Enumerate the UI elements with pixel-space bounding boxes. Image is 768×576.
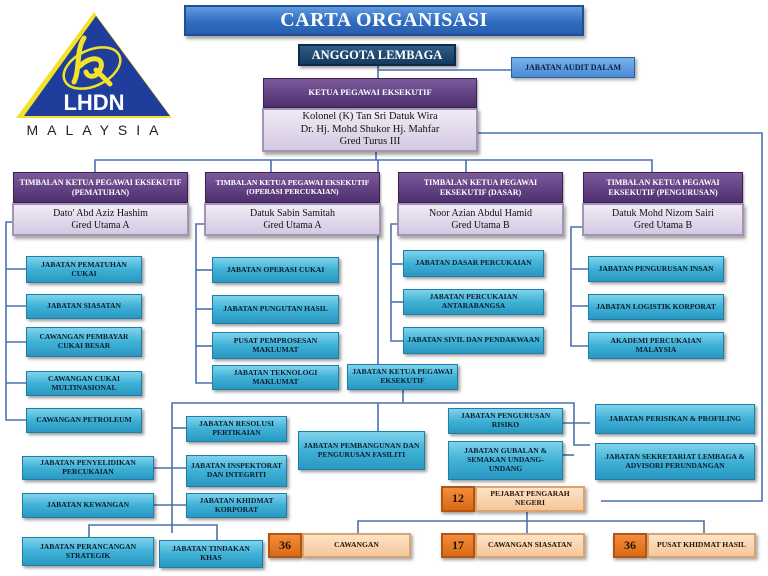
dept-tax-academy[interactable]: AKADEMI PERCUKAIAN MALAYSIA	[588, 332, 724, 359]
dept-information-technology[interactable]: JABATAN TEKNOLOGI MAKLUMAT	[212, 365, 339, 390]
investigation-branch-count: 17	[441, 533, 475, 558]
deputy-grade: Gred Utama A	[71, 219, 130, 231]
dept-facilities-development[interactable]: JABATAN PEMBANGUNAN DAN PENGURUSAN FASIL…	[298, 431, 425, 470]
dept-tax-operations[interactable]: JABATAN OPERASI CUKAI	[212, 257, 339, 283]
deputy-operations-title[interactable]: TIMBALAN KETUA PEGAWAI EKSEKUTIF (OPERAS…	[205, 172, 380, 203]
investigation-branch-office[interactable]: CAWANGAN SIASATAN	[475, 533, 585, 558]
deputy-management-title[interactable]: TIMBALAN KETUA PEGAWAI EKSEKUTIF (PENGUR…	[583, 172, 743, 203]
dept-tax-research[interactable]: JABATAN PENYELIDIKAN PERCUKAIAN	[22, 456, 154, 480]
dept-multinational-tax[interactable]: CAWANGAN CUKAI MULTINASIONAL	[26, 371, 142, 396]
dept-legislation-drafting[interactable]: JABATAN GUBALAN & SEMAKAN UNDANG-UNDANG	[448, 441, 563, 480]
dept-data-processing[interactable]: PUSAT PEMPROSESAN MAKLUMAT	[212, 332, 339, 359]
board-members-box[interactable]: ANGGOTA LEMBAGA	[298, 44, 456, 66]
ceo-grade: Gred Turus III	[339, 136, 401, 148]
revenue-service-center[interactable]: PUSAT KHIDMAT HASIL	[647, 533, 756, 558]
lhdn-emblem-icon: LHDN	[16, 12, 172, 118]
logo-country-text: MALAYSIA	[26, 122, 168, 138]
dept-board-secretariat[interactable]: JABATAN SEKRETARIAT LEMBAGA & ADVISORI P…	[595, 443, 755, 480]
deputy-name: Dato' Abd Aziz Hashim	[53, 207, 148, 219]
state-office-count: 12	[441, 486, 475, 512]
state-director-office[interactable]: PEJABAT PENGARAH NEGERI	[475, 486, 585, 512]
deputy-compliance-name-box[interactable]: Dato' Abd Aziz Hashim Gred Utama A	[12, 203, 189, 236]
dept-investigation[interactable]: JABATAN SIASATAN	[26, 294, 142, 319]
connector	[357, 520, 705, 533]
deputy-grade: Gred Utama A	[263, 219, 322, 231]
deputy-policy-name-box[interactable]: Noor Azian Abdul Hamid Gred Utama B	[397, 203, 564, 236]
dept-international-tax[interactable]: JABATAN PERCUKAIAN ANTARABANGSA	[403, 289, 544, 315]
internal-audit-box[interactable]: JABATAN AUDIT DALAM	[511, 57, 635, 78]
connector	[570, 226, 588, 347]
ceo-name-line2: Dr. Hj. Mohd Shukor Hj. Mahfar	[300, 123, 440, 135]
branch-office[interactable]: CAWANGAN	[302, 533, 411, 558]
dept-tax-compliance[interactable]: JABATAN PEMATUHAN CUKAI	[26, 256, 142, 283]
deputy-grade: Gred Utama B	[451, 219, 510, 231]
dept-intelligence-profiling[interactable]: JABATAN PERISIKAN & PROFILING	[595, 404, 755, 434]
deputy-operations-name-box[interactable]: Datuk Sabin Samitah Gred Utama A	[204, 203, 381, 236]
deputy-policy-title[interactable]: TIMBALAN KETUA PEGAWAI EKSEKUTIF (DASAR)	[398, 172, 563, 203]
dept-revenue-collection[interactable]: JABATAN PUNGUTAN HASIL	[212, 295, 339, 324]
deputy-name: Noor Azian Abdul Hamid	[428, 207, 533, 219]
deputy-management-name-box[interactable]: Datuk Mohd Nizom Sairi Gred Utama B	[582, 203, 744, 236]
deputy-name: Datuk Sabin Samitah	[250, 207, 335, 219]
revenue-service-center-count: 36	[613, 533, 647, 558]
dept-strategic-planning[interactable]: JABATAN PERANCANGAN STRATEGIK	[22, 537, 154, 566]
dept-finance[interactable]: JABATAN KEWANGAN	[22, 493, 154, 518]
connector	[5, 221, 26, 421]
dept-dispute-resolution[interactable]: JABATAN RESOLUSI PERTIKAIAN	[186, 416, 287, 442]
branch-count: 36	[268, 533, 302, 558]
dept-risk-management[interactable]: JABATAN PENGURUSAN RISIKO	[448, 408, 563, 434]
dept-corporate-logistics[interactable]: JABATAN LOGISTIK KORPORAT	[588, 294, 724, 320]
dept-special-action[interactable]: JABATAN TINDAKAN KHAS	[159, 540, 263, 568]
logo-lhdn-text: LHDN	[63, 90, 124, 115]
connector	[195, 223, 212, 384]
dept-civil-prosecution[interactable]: JABATAN SIVIL DAN PENDAKWAAN	[403, 327, 544, 354]
dept-tax-policy[interactable]: JABATAN DASAR PERCUKAIAN	[403, 250, 544, 277]
dept-petroleum[interactable]: CAWANGAN PETROLEUM	[26, 408, 142, 433]
dept-inspectorate-integrity[interactable]: JABATAN INSPEKTORAT DAN INTEGRITI	[186, 455, 287, 487]
page-title: CARTA ORGANISASI	[184, 5, 584, 36]
ceo-name-line1: Kolonel (K) Tan Sri Datuk Wira	[302, 111, 438, 123]
connector	[390, 223, 403, 342]
ceo-title-box[interactable]: KETUA PEGAWAI EKSEKUTIF	[263, 78, 477, 108]
dept-ceo-office[interactable]: JABATAN KETUA PEGAWAI EKSEKUTIF	[347, 364, 458, 390]
dept-large-taxpayer[interactable]: CAWANGAN PEMBAYAR CUKAI BESAR	[26, 327, 142, 357]
connector	[94, 159, 653, 172]
dept-corporate-services[interactable]: JABATAN KHIDMAT KORPORAT	[186, 493, 287, 518]
dept-human-resources[interactable]: JABATAN PENGURUSAN INSAN	[588, 256, 724, 282]
deputy-grade: Gred Utama B	[633, 219, 693, 231]
ceo-name-box[interactable]: Kolonel (K) Tan Sri Datuk Wira Dr. Hj. M…	[262, 108, 478, 152]
lhdn-logo: LHDN MALAYSIA	[14, 10, 174, 138]
deputy-name: Datuk Mohd Nizom Sairi	[612, 207, 714, 219]
deputy-compliance-title[interactable]: TIMBALAN KETUA PEGAWAI EKSEKUTIF (PEMATU…	[13, 172, 188, 203]
